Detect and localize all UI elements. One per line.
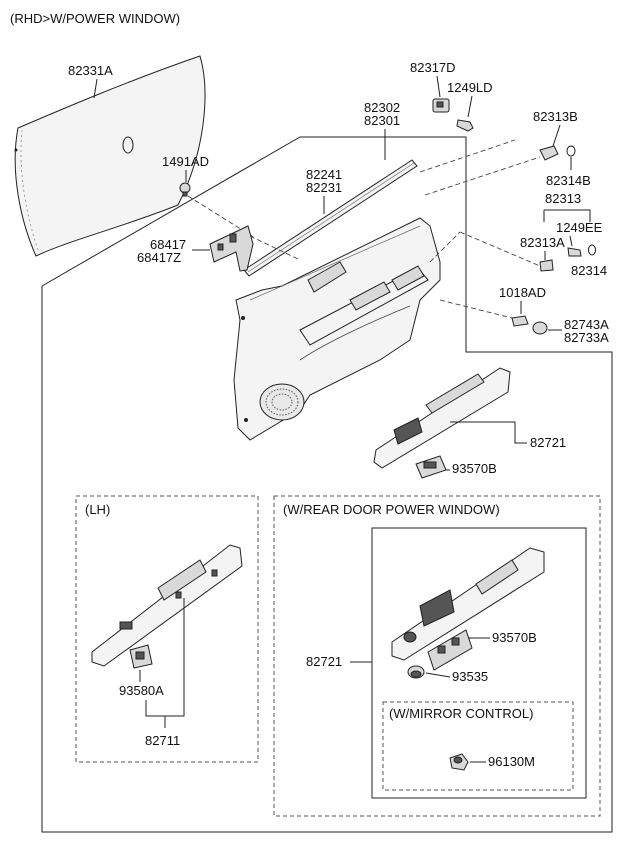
- label-96130M: 96130M: [488, 754, 535, 769]
- dash-1018AD: [439, 299, 521, 321]
- sealing-sheet-icon: [14, 55, 206, 257]
- label-82733A: 82733A: [564, 330, 609, 345]
- label-82301: 82301: [364, 113, 400, 128]
- window-switch-icon: [415, 455, 447, 479]
- bracket-82313: [543, 209, 591, 222]
- leader-82721-main: [450, 421, 527, 444]
- label-1249EE: 1249EE: [556, 220, 603, 235]
- dash-panel-upper: [429, 231, 461, 263]
- screw-icon: [567, 244, 596, 257]
- label-82241: 82241: [306, 167, 342, 182]
- clip-icon: [179, 182, 191, 197]
- weatherstrip-icon: [243, 159, 418, 277]
- leader-82331A: [93, 78, 98, 99]
- window-switch-icon: [129, 644, 153, 669]
- label-82313: 82313: [545, 191, 581, 206]
- label-82314: 82314: [571, 263, 607, 278]
- label-82313B: 82313B: [533, 109, 578, 124]
- leader-82313B: [552, 124, 561, 147]
- window-switch-icon: [427, 629, 473, 671]
- rear-inner-box: [371, 527, 587, 799]
- label-82721-rear: 82721: [306, 654, 342, 669]
- screw-icon: [539, 145, 576, 161]
- rear-section-title: (W/REAR DOOR POWER WINDOW): [283, 502, 500, 517]
- clip-icon: [539, 259, 554, 272]
- armrest-icon: [91, 544, 243, 667]
- bracket-icon: [209, 225, 254, 272]
- mirror-switch-icon: [449, 753, 469, 771]
- leader-82317D: [436, 75, 441, 98]
- label-82743A: 82743A: [564, 317, 609, 332]
- mirror-box: [382, 701, 574, 791]
- dash-68417: [249, 235, 301, 261]
- leader-1249LD: [467, 95, 473, 118]
- door-trim-panel-icon: [233, 217, 441, 441]
- diagram-header: (RHD>W/POWER WINDOW): [10, 11, 180, 26]
- label-93570B-rear: 93570B: [492, 630, 537, 645]
- assembly-outline: [41, 136, 613, 833]
- armrest-icon: [373, 367, 511, 469]
- dash-upper-2: [424, 156, 541, 196]
- armrest-icon: [391, 547, 545, 661]
- label-82302: 82302: [364, 100, 400, 115]
- label-82231: 82231: [306, 180, 342, 195]
- dash-upper-1: [419, 139, 516, 173]
- mirror-switch-knob-icon: [407, 665, 425, 679]
- label-1249LD: 1249LD: [447, 80, 493, 95]
- lh-box: [75, 495, 259, 763]
- label-68417: 68417: [150, 237, 186, 252]
- label-82331A: 82331A: [68, 63, 113, 78]
- screw-icon: [511, 315, 548, 335]
- rear-box: [273, 495, 601, 817]
- label-82711: 82711: [145, 733, 180, 748]
- label-82313A: 82313A: [520, 235, 565, 250]
- label-82314B: 82314B: [546, 173, 591, 188]
- label-1018AD: 1018AD: [499, 285, 546, 300]
- dash-82313A: [459, 231, 541, 267]
- lh-section-title: (LH): [85, 502, 110, 517]
- label-82317D: 82317D: [410, 60, 456, 75]
- label-68417Z: 68417Z: [137, 250, 181, 265]
- label-93570B-main: 93570B: [452, 461, 497, 476]
- bracket-icon: [432, 98, 450, 113]
- label-93580A: 93580A: [119, 683, 164, 698]
- label-82721-main: 82721: [530, 435, 566, 450]
- label-93535: 93535: [452, 669, 488, 684]
- mirror-section-title: (W/MIRROR CONTROL): [389, 706, 533, 721]
- leader-93535: [425, 672, 451, 678]
- screw-icon: [456, 119, 474, 132]
- leader-1249EE: [569, 235, 573, 247]
- label-1491AD: 1491AD: [162, 154, 209, 169]
